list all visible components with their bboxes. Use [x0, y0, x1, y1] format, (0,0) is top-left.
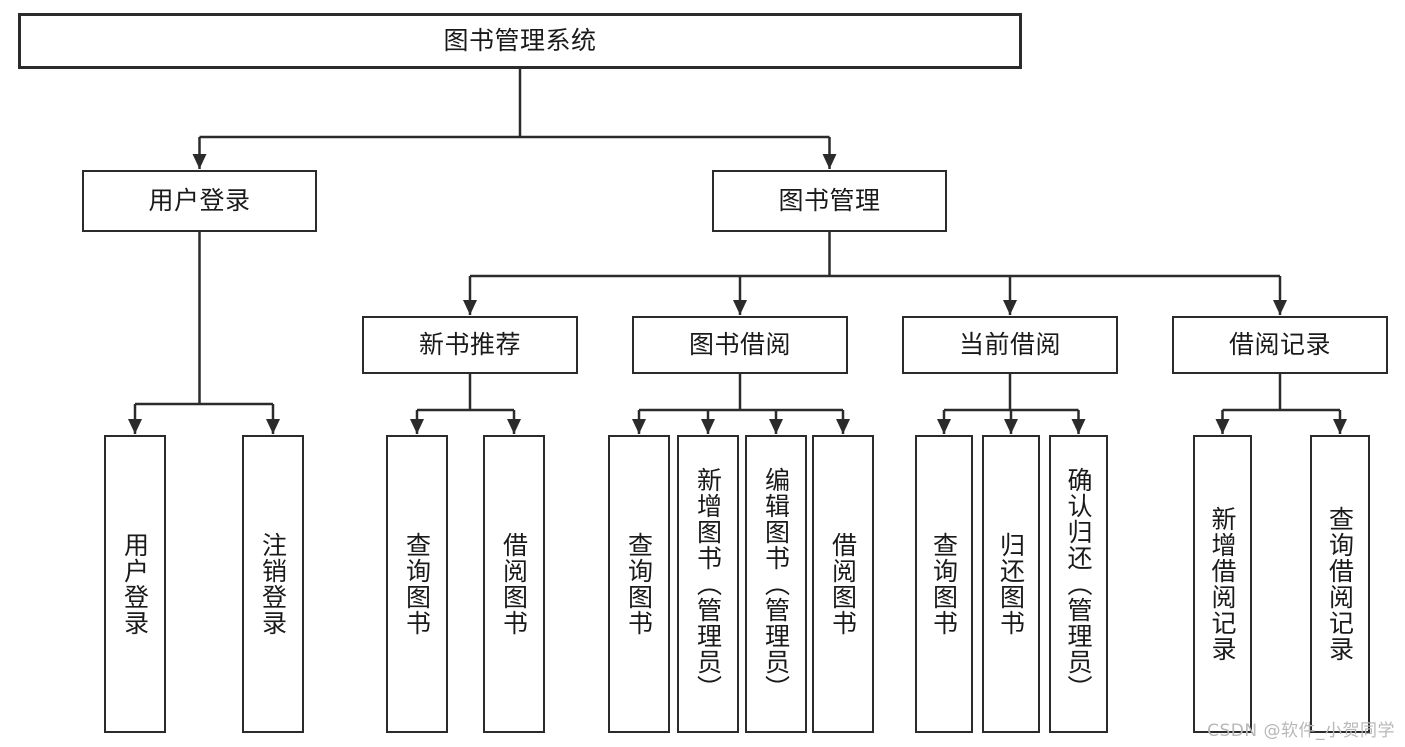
node-label: 新书推荐 — [418, 329, 521, 359]
arrowhead-icon-6-1 — [1333, 419, 1347, 434]
node-borrow[interactable]: 图书借阅 — [632, 316, 848, 374]
node-records[interactable]: 借阅记录 — [1172, 316, 1388, 374]
arrowhead-icon-5-1 — [1004, 419, 1018, 434]
node-leaf-10[interactable]: 归还图书 — [982, 435, 1040, 733]
node-label: 图书借阅 — [688, 329, 791, 359]
node-newbook[interactable]: 新书推荐 — [362, 316, 578, 374]
node-label: 图书管理 — [778, 185, 881, 215]
node-root[interactable]: 图书管理系统 — [18, 13, 1022, 69]
node-leaf-7[interactable]: 编辑图书（管理员） — [745, 435, 807, 733]
arrowhead-icon-0-0 — [192, 154, 207, 169]
node-label: 查询图书 — [929, 532, 959, 636]
arrowhead-icon-5-0 — [937, 419, 951, 434]
node-label: 用户登录 — [120, 532, 150, 636]
arrowhead-icon-4-0 — [632, 419, 646, 434]
node-label: 新增图书（管理员） — [693, 467, 723, 701]
node-leaf-8[interactable]: 借阅图书 — [812, 435, 874, 733]
arrowhead-icon-5-2 — [1071, 419, 1086, 434]
arrowhead-icon-2-1 — [266, 419, 280, 434]
node-current[interactable]: 当前借阅 — [902, 316, 1118, 374]
node-leaf-9[interactable]: 查询图书 — [915, 435, 973, 733]
node-label: 新增借阅记录 — [1208, 506, 1237, 662]
arrowhead-icon-2-0 — [128, 419, 142, 434]
arrowhead-icon-6-0 — [1215, 419, 1230, 434]
watermark-label: CSDN @软件_小贺同学 — [1207, 721, 1395, 741]
node-leaf-5[interactable]: 查询图书 — [608, 435, 670, 733]
node-label: 借阅记录 — [1228, 329, 1331, 359]
node-leaf-12[interactable]: 新增借阅记录 — [1193, 435, 1252, 733]
node-label: 归还图书 — [996, 532, 1026, 636]
node-label: 图书管理系统 — [443, 25, 597, 55]
node-leaf-11[interactable]: 确认归还（管理员） — [1049, 435, 1108, 733]
arrowhead-icon-3-1 — [507, 419, 521, 434]
arrowhead-icon-1-0 — [463, 300, 477, 315]
node-label: 查询图书 — [402, 532, 432, 636]
arrowhead-icon-1-2 — [1003, 300, 1017, 315]
node-leaf-6[interactable]: 新增图书（管理员） — [677, 435, 739, 733]
node-label: 当前借阅 — [958, 329, 1061, 359]
node-bookmgmt[interactable]: 图书管理 — [712, 170, 947, 232]
node-label: 编辑图书（管理员） — [761, 467, 791, 701]
arrowhead-icon-1-1 — [733, 300, 747, 315]
node-leaf-1[interactable]: 用户登录 — [104, 435, 166, 733]
node-label: 借阅图书 — [499, 532, 529, 636]
node-label: 用户登录 — [148, 185, 251, 215]
arrowhead-icon-0-1 — [822, 154, 837, 169]
arrowhead-icon-4-3 — [836, 419, 850, 434]
node-login[interactable]: 用户登录 — [82, 170, 317, 232]
node-label: 确认归还（管理员） — [1064, 467, 1093, 701]
node-leaf-4[interactable]: 借阅图书 — [483, 435, 545, 733]
node-leaf-13[interactable]: 查询借阅记录 — [1310, 435, 1370, 733]
node-label: 查询借阅记录 — [1325, 506, 1355, 662]
node-label: 借阅图书 — [828, 532, 858, 636]
node-leaf-2[interactable]: 注销登录 — [242, 435, 304, 733]
arrowhead-icon-4-1 — [701, 419, 715, 434]
node-leaf-3[interactable]: 查询图书 — [386, 435, 448, 733]
node-label: 注销登录 — [258, 532, 288, 636]
arrowhead-icon-3-0 — [410, 419, 424, 434]
arrowhead-icon-4-2 — [769, 419, 783, 434]
arrowhead-icon-1-3 — [1273, 300, 1287, 315]
node-label: 查询图书 — [624, 532, 654, 636]
